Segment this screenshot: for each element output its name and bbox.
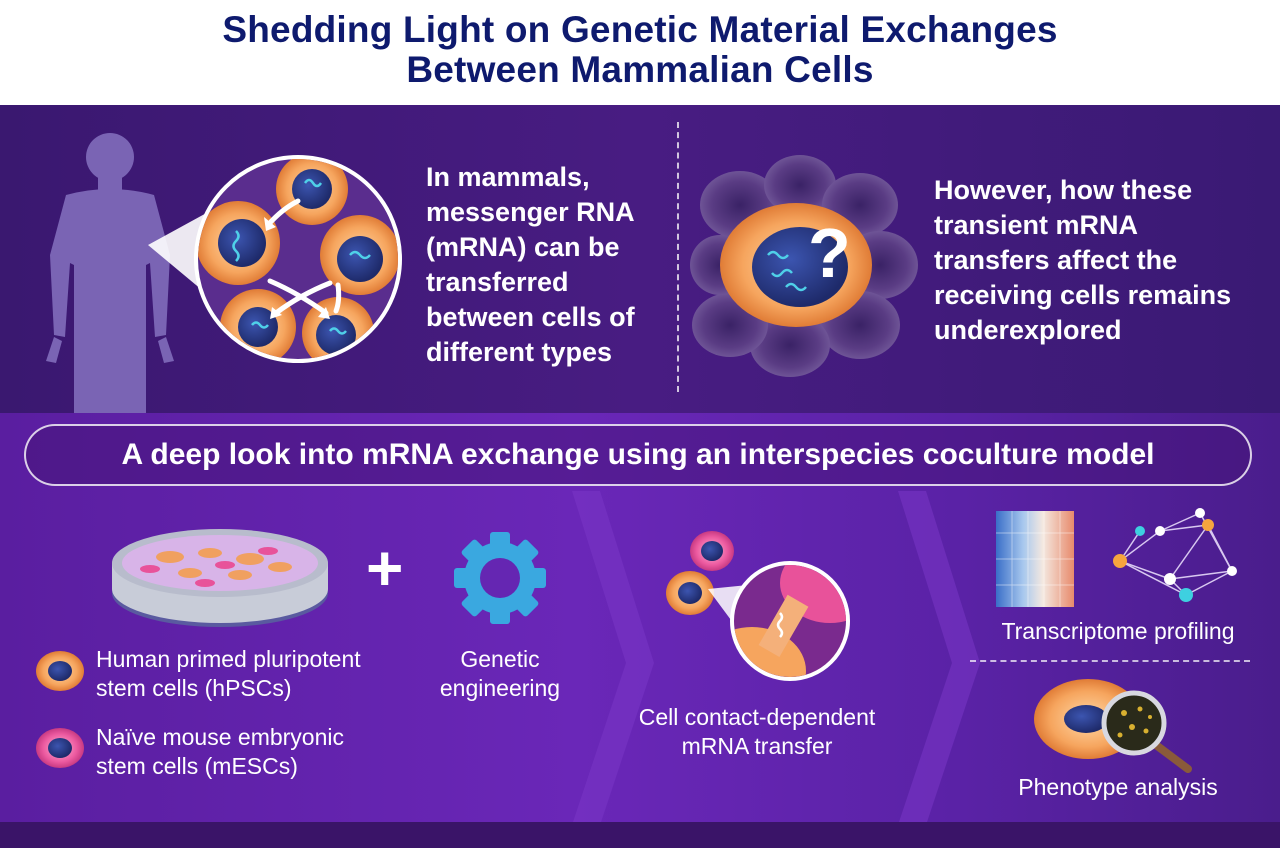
mesc-legend-line-2: stem cells (mESCs) [96, 753, 298, 779]
chevron-divider-1 [572, 491, 654, 825]
banner-pill: A deep look into mRNA exchange using an … [24, 424, 1252, 486]
phenotype-label: Phenotype analysis [1018, 774, 1218, 800]
gear-label: Genetic engineering [420, 645, 580, 703]
top-right-text-block: However, how these transient mRNA transf… [934, 173, 1264, 348]
mesc-legend-cell-icon [36, 728, 84, 768]
banner-text: A deep look into mRNA exchange using an … [121, 438, 1155, 471]
title-band: Shedding Light on Genetic Material Excha… [0, 0, 1280, 105]
top-right-line-4: receiving cells remains [934, 280, 1232, 310]
cell-zoom-circle [194, 155, 402, 363]
human-silhouette-icon [46, 133, 174, 413]
top-left-text-block: In mammals, messenger RNA (mRNA) can be … [426, 160, 676, 370]
gear-icon [454, 532, 546, 624]
plus-sign: + [366, 532, 404, 604]
top-right-line-5: underexplored [934, 315, 1122, 345]
contact-cells-icon [666, 531, 850, 681]
network-graph-icon [1113, 508, 1237, 602]
top-right-line-3: transfers affect the [934, 245, 1178, 275]
chevron-divider-2 [898, 491, 980, 825]
contact-transfer-line-2: mRNA transfer [681, 733, 833, 759]
panel3-divider [970, 660, 1250, 662]
mesc-legend-line-1: Naïve mouse embryonic [96, 724, 344, 750]
top-left-line-3: (mRNA) can be [426, 232, 620, 262]
contact-transfer-label: Cell contact-dependent mRNA transfer [612, 703, 902, 761]
gear-label-line-2: engineering [439, 675, 561, 701]
contact-transfer-line-1: Cell contact-dependent [638, 704, 876, 730]
cell-cluster [690, 155, 918, 377]
mesc-legend-label: Naïve mouse embryonic stem cells (mESCs) [96, 723, 416, 781]
top-divider [677, 122, 679, 392]
top-left-line-2: messenger RNA [426, 197, 635, 227]
hpsc-legend-line-2: stem cells (hPSCs) [96, 675, 292, 701]
hpsc-legend-cell-icon [36, 651, 84, 691]
gear-label-line-1: Genetic [460, 646, 540, 672]
top-right-line-2: transient mRNA [934, 210, 1139, 240]
footer-strip [0, 822, 1280, 848]
top-band: In mammals, messenger RNA (mRNA) can be … [0, 105, 1280, 413]
question-mark-icon: ? [808, 214, 851, 292]
top-left-line-4: transferred [426, 267, 569, 297]
transcriptome-label: Transcriptome profiling [1001, 618, 1235, 644]
bottom-band-graphics [36, 491, 1237, 825]
petri-dish-icon [112, 529, 328, 627]
top-right-line-1: However, how these [934, 175, 1193, 205]
top-left-line-1: In mammals, [426, 162, 590, 192]
top-left-line-5: between cells of [426, 302, 635, 332]
title-line-1: Shedding Light on Genetic Material Excha… [222, 9, 1058, 50]
magnifier-icon [1101, 690, 1192, 773]
top-band-graphics [46, 133, 918, 413]
top-left-line-6: different types [426, 337, 613, 367]
title-line-2: Between Mammalian Cells [406, 49, 874, 90]
heatmap-icon [996, 511, 1074, 607]
hpsc-legend-label: Human primed pluripotent stem cells (hPS… [96, 645, 416, 703]
hpsc-legend-line-1: Human primed pluripotent [96, 646, 361, 672]
